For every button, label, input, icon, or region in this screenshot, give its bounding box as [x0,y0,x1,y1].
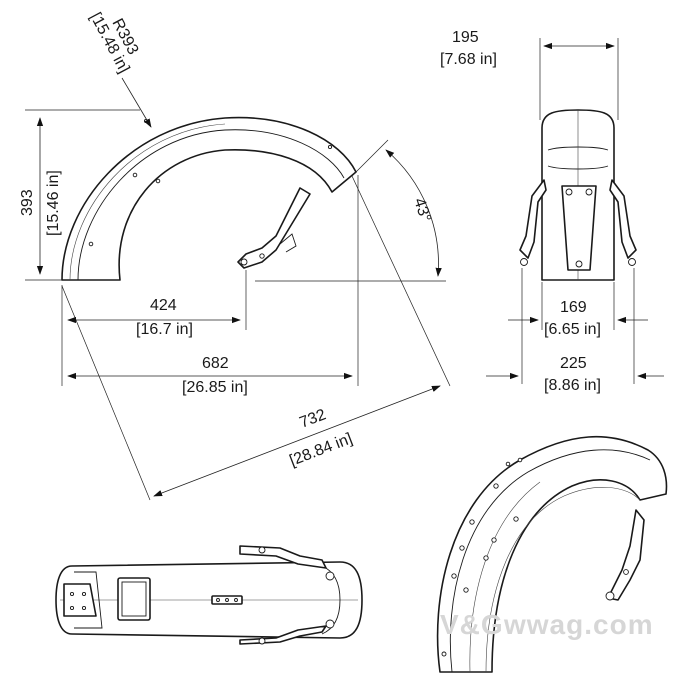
angle-dimension: 43° [385,149,442,277]
side-view-extension-lines [25,109,451,501]
length-imperial-label: [26.85 in] [182,379,248,396]
length-value-label: 682 [202,355,229,372]
watermark-site-text: wwag.com [503,609,654,640]
rear-view-extension-lines [521,38,635,384]
watermark: V&G wwag.com [440,609,654,640]
top-view [55,545,363,645]
isometric-strut [607,509,645,601]
side-view-fender-crease [77,129,345,281]
mount-offset-imperial-label: [16.7 in] [136,321,193,338]
inner-width-imperial-label: [6.65 in] [544,321,601,338]
top-width-imperial-label: [7.68 in] [440,51,497,68]
mount-offset-value-label: 424 [150,297,177,314]
height-dimension: 393 [15.46 in] [19,117,62,275]
rear-view-right-strut [609,179,637,259]
outer-width-imperial-label: [8.86 in] [544,377,601,394]
height-value-label: 393 [19,189,36,216]
chord-dimension: 732 [28.84 in] [153,385,441,497]
top-view-mount-plate [117,577,151,621]
rear-view-mount-plate [561,185,597,271]
outer-width-dimension: 225 [8.86 in] [486,355,664,394]
side-view [61,116,357,281]
rear-view-left-strut [519,179,547,259]
chord-imperial-label: [28.84 in] [287,430,355,469]
side-view-fender-body [61,116,357,281]
radius-dimension: R393 [15.48 in] [86,10,152,128]
isometric-view [436,435,668,673]
outer-width-value-label: 225 [560,355,587,372]
angle-value-label: 43° [410,196,434,224]
mount-offset-dimension: 424 [16.7 in] [67,297,241,338]
chord-value-label: 732 [297,406,328,431]
side-view-strut [237,187,311,269]
height-imperial-label: [15.46 in] [45,170,62,236]
length-dimension: 682 [26.85 in] [67,355,353,396]
top-width-value-label: 195 [452,29,479,46]
inner-width-value-label: 169 [560,299,587,316]
top-width-dimension: 195 [7.68 in] [440,29,615,68]
rear-view [519,109,637,281]
watermark-logo-text: V&G [440,609,504,640]
inner-width-dimension: 169 [6.65 in] [508,299,648,338]
